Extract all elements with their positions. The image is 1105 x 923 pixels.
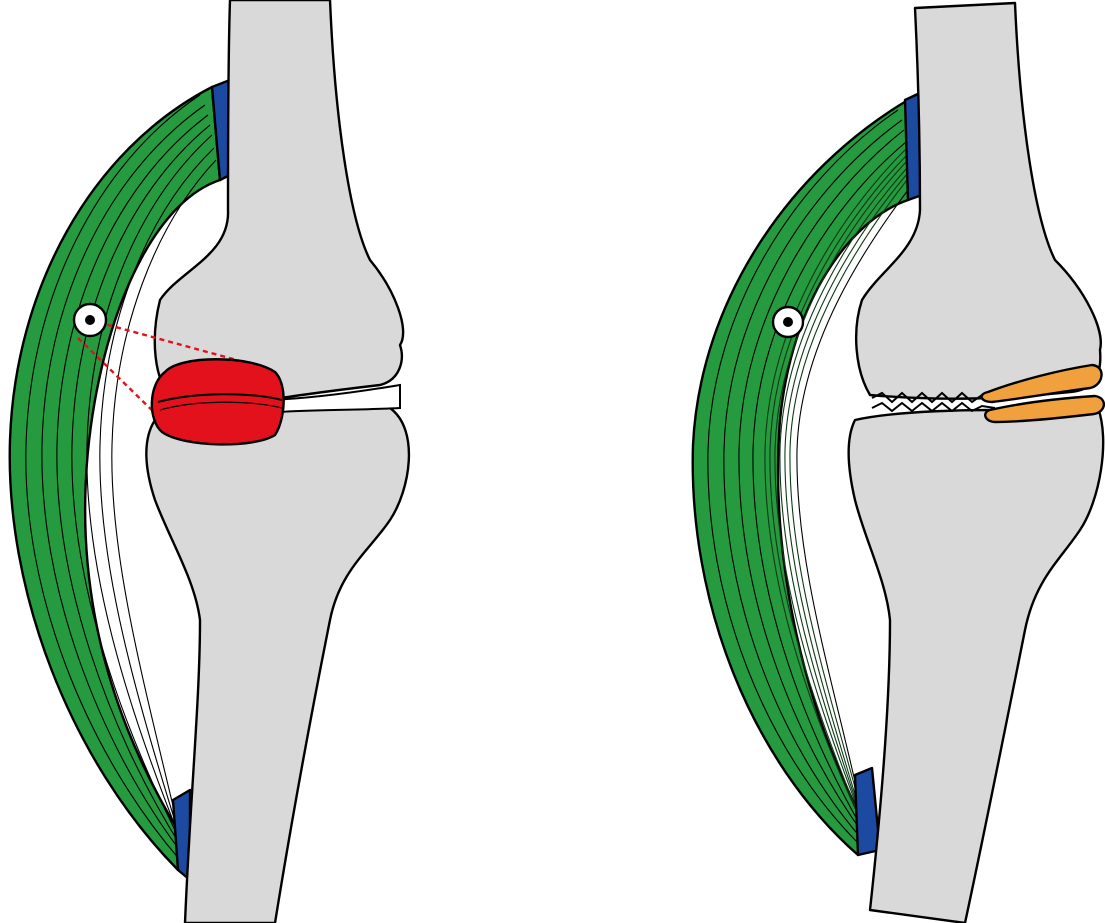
bone-icon xyxy=(155,0,403,400)
left-panel xyxy=(10,0,409,923)
tibia-right xyxy=(849,408,1104,923)
trigger-point-icon xyxy=(773,307,803,337)
inflamed-joint-icon xyxy=(152,359,284,444)
trigger-point-icon xyxy=(74,304,106,336)
right-panel xyxy=(693,3,1104,923)
